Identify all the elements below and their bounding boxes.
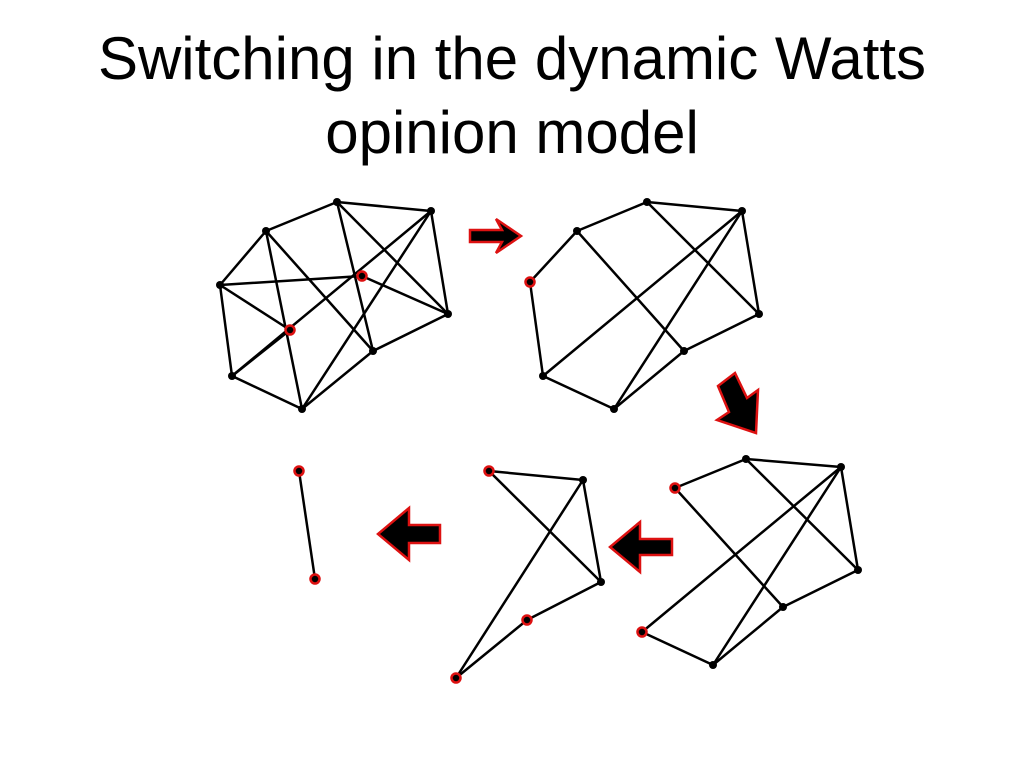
node: [579, 476, 587, 484]
node: [610, 405, 618, 413]
edge: [528, 229, 579, 284]
switched-node: [483, 465, 495, 477]
stage-1-network: [218, 200, 450, 411]
switched-node: [521, 614, 533, 626]
edge: [454, 478, 585, 680]
edge: [581, 478, 603, 584]
edge: [218, 283, 234, 378]
stage-5-nodes: [293, 465, 321, 585]
arrow-down-right: [714, 371, 760, 435]
node: [837, 463, 845, 471]
node: [228, 372, 236, 380]
stage-3-nodes: [636, 455, 862, 669]
edge: [335, 200, 450, 316]
switched-node: [450, 672, 462, 684]
node: [643, 198, 651, 206]
node: [742, 455, 750, 463]
node: [298, 405, 306, 413]
edge: [673, 457, 748, 490]
edge: [673, 486, 785, 609]
node: [333, 198, 341, 206]
node: [427, 207, 435, 215]
node: [709, 661, 717, 669]
edge: [218, 229, 268, 287]
edge: [781, 568, 860, 609]
edge: [541, 209, 744, 378]
node: [738, 207, 746, 215]
edge: [541, 374, 616, 411]
slide-title: Switching in the dynamic Watts opinion m…: [0, 22, 1024, 170]
edge: [264, 229, 304, 411]
edge: [264, 200, 339, 233]
edge: [640, 465, 843, 634]
edge: [429, 209, 450, 316]
edge: [360, 274, 450, 316]
edge: [300, 209, 433, 411]
node: [755, 310, 763, 318]
stage-4-network: [454, 469, 603, 680]
edge: [264, 229, 375, 353]
stage-4-nodes: [450, 465, 605, 684]
switched-node: [293, 465, 305, 477]
edge: [839, 465, 860, 572]
edge: [230, 374, 304, 411]
node: [216, 281, 224, 289]
stage-3-network: [640, 457, 860, 667]
arrow-left-2: [376, 505, 442, 563]
edge: [487, 469, 603, 584]
edge: [744, 457, 843, 469]
edge: [711, 465, 843, 667]
edge: [612, 349, 686, 411]
edge: [744, 457, 860, 572]
edge: [575, 200, 649, 233]
switched-node: [524, 276, 536, 288]
switched-node: [669, 482, 681, 494]
edge: [682, 312, 761, 353]
node: [539, 372, 547, 380]
edge: [487, 469, 585, 482]
edge: [300, 349, 375, 411]
stage-2-network: [528, 200, 761, 411]
edge: [230, 328, 292, 378]
edge: [645, 200, 744, 213]
edge: [454, 618, 529, 680]
node: [369, 347, 377, 355]
slide-title-line-1: Switching in the dynamic Watts: [97, 25, 927, 92]
edge: [640, 630, 715, 667]
node: [262, 227, 270, 235]
node: [573, 227, 581, 235]
node: [779, 603, 787, 611]
switched-node: [309, 573, 321, 585]
edge: [645, 200, 761, 316]
edge: [218, 274, 364, 287]
edge: [371, 312, 450, 353]
edge: [297, 469, 317, 581]
switched-node: [636, 626, 648, 638]
arrow-right: [468, 217, 524, 255]
edge: [528, 280, 545, 378]
edge: [218, 283, 292, 332]
stage-1-nodes: [216, 198, 452, 413]
edge: [740, 209, 761, 316]
edge: [612, 209, 744, 411]
stage-5-network: [297, 469, 317, 581]
node: [680, 347, 688, 355]
switched-node: [356, 270, 368, 282]
edge: [335, 200, 433, 213]
edge: [575, 229, 686, 353]
switched-node: [284, 324, 296, 336]
arrow-left-1: [608, 519, 674, 575]
stage-2-nodes: [524, 198, 763, 413]
slide-title-line-2: opinion model: [325, 99, 699, 166]
node: [854, 566, 862, 574]
edge: [711, 605, 785, 667]
edge: [525, 580, 603, 622]
node: [597, 578, 605, 586]
node: [444, 310, 452, 318]
